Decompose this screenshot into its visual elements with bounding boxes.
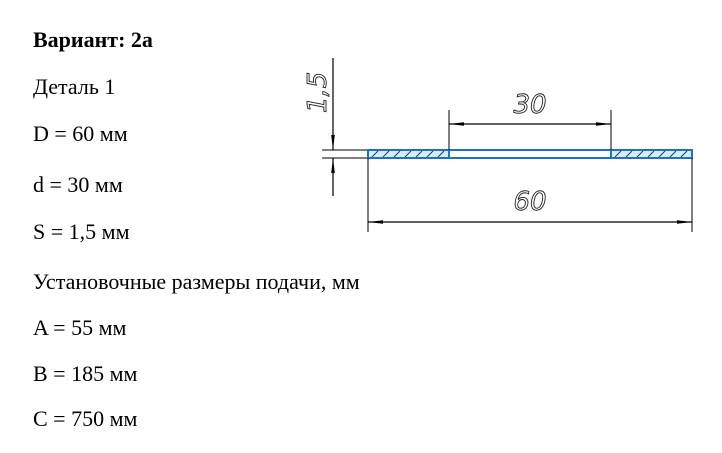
hatch-line: [636, 150, 644, 158]
thickness-dim-label: 1,5: [303, 72, 333, 113]
variant-title: Вариант: 2а: [33, 27, 153, 52]
hatch-line: [393, 150, 401, 158]
feed-param-c: C = 750 мм: [33, 406, 138, 431]
inner-diameter-dimension: 30: [448, 90, 612, 150]
feed-heading: Установочные размеры подачи, мм: [33, 269, 360, 294]
part-name: Деталь 1: [33, 74, 116, 99]
thickness-dimension: 1,5: [303, 58, 368, 196]
hatch-line: [614, 150, 622, 158]
hatch-line: [415, 150, 423, 158]
param-outer-diameter: D = 60 мм: [33, 121, 128, 146]
hatch-line: [437, 150, 445, 158]
hatch-line: [658, 150, 666, 158]
inner-dim-label: 30: [513, 90, 546, 120]
hatch-line: [680, 150, 688, 158]
hatch-line: [371, 150, 379, 158]
feed-param-a: A = 55 мм: [33, 315, 127, 340]
feed-param-b: B = 185 мм: [33, 361, 138, 386]
hatch-lines: [371, 150, 688, 158]
hatch-line: [647, 150, 655, 158]
plate-section: [367, 149, 693, 159]
hatch-line: [382, 150, 390, 158]
hatch-line: [625, 150, 633, 158]
hatch-line: [404, 150, 412, 158]
hatch-line: [426, 150, 434, 158]
param-thickness: S = 1,5 мм: [33, 219, 130, 244]
outer-dim-label: 60: [513, 187, 546, 217]
param-inner-diameter: d = 30 мм: [33, 172, 123, 197]
hatch-line: [669, 150, 677, 158]
outer-diameter-dimension: 60: [367, 158, 693, 232]
